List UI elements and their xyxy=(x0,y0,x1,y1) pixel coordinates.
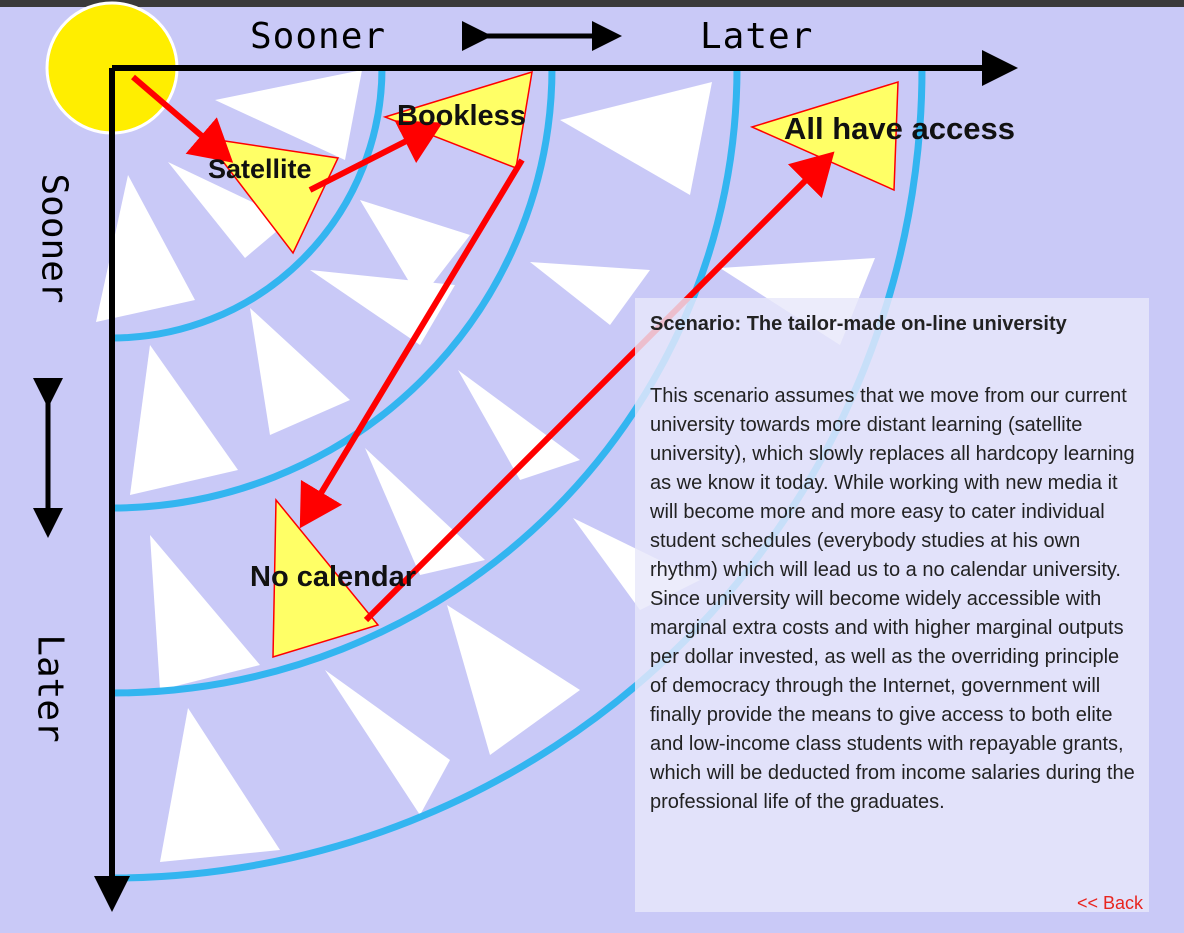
progression-arrows xyxy=(131,74,835,623)
scenario-panel: Scenario: The tailor-made on-line univer… xyxy=(635,298,1149,912)
milestone-triangles xyxy=(203,70,899,659)
top-axis-later-label: Later xyxy=(700,16,814,57)
milestone-label-bookless: Bookless xyxy=(397,100,526,132)
left-axis-sooner-label: Sooner xyxy=(33,173,75,304)
milestone-triangle-bookless xyxy=(382,70,533,170)
milestone-triangle-satellite xyxy=(203,136,340,255)
back-link[interactable]: << Back xyxy=(1077,893,1144,913)
milestone-label-no-calendar: No calendar xyxy=(250,561,416,593)
scenario-title: Scenario: The tailor-made on-line univer… xyxy=(650,313,1067,335)
milestone-label-all-access: All have access xyxy=(784,111,1015,146)
left-axis-later-label: Later xyxy=(29,634,71,743)
milestone-label-satellite: Satellite xyxy=(208,154,312,184)
scenario-description: This scenario assumes that we move from … xyxy=(650,385,1135,813)
window-top-bar xyxy=(0,0,1184,7)
top-axis-sooner-label: Sooner xyxy=(250,16,387,57)
milestone-triangle-no-calendar xyxy=(272,497,380,659)
